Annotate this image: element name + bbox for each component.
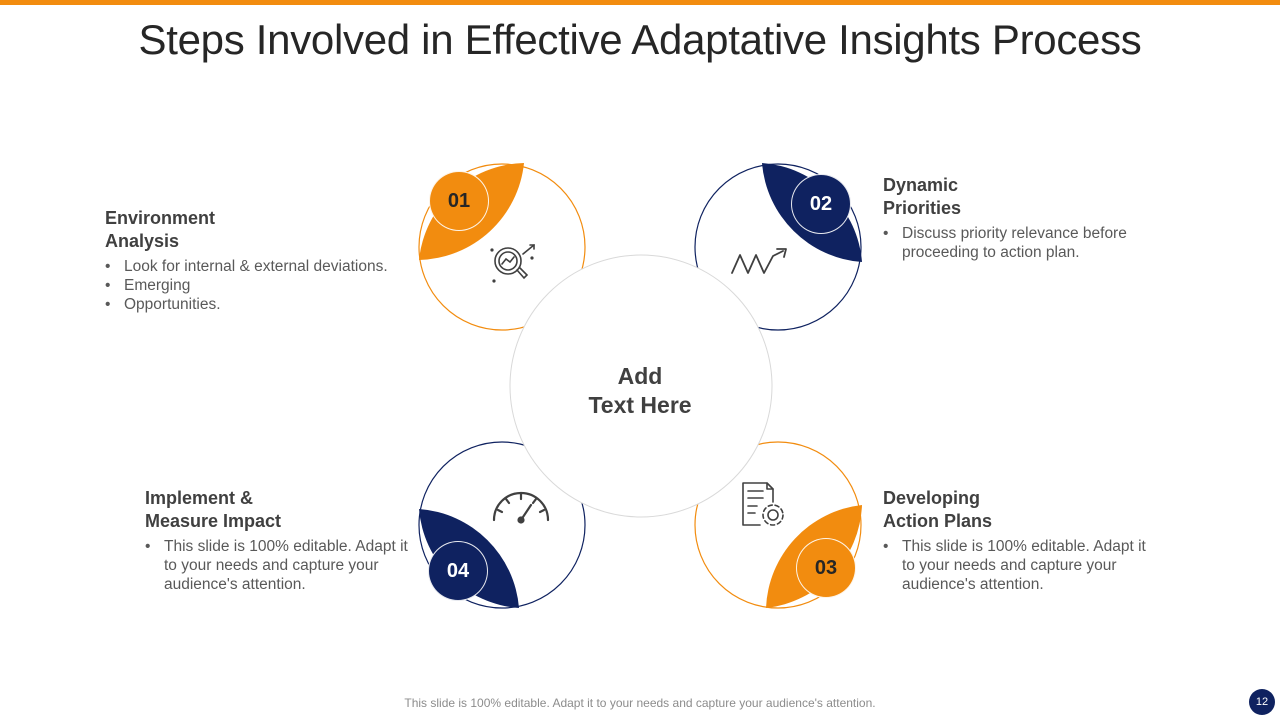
step-02-bullets: Discuss priority relevance before procee…	[883, 224, 1148, 262]
step-01-text: Environment Analysis Look for internal &…	[105, 207, 405, 314]
step-badge-04: 04	[428, 541, 488, 601]
step-badge-02: 02	[791, 174, 851, 234]
center-circle	[509, 254, 773, 518]
speedometer-icon	[492, 491, 550, 524]
trend-up-icon	[731, 248, 787, 274]
step-badge-01: 01	[429, 171, 489, 231]
center-label: Add Text Here	[540, 362, 740, 420]
step-04-heading-line1: Implement &	[145, 488, 254, 508]
page-title: Steps Involved in Effective Adaptative I…	[138, 16, 1142, 63]
step-03-bullets: This slide is 100% editable. Adapt it to…	[883, 537, 1148, 594]
step-02-text: Dynamic Priorities Discuss priority rele…	[883, 174, 1148, 262]
step-03-text: Developing Action Plans This slide is 10…	[883, 487, 1148, 594]
bullet-item: This slide is 100% editable. Adapt it to…	[145, 537, 410, 594]
document-gear-icon	[742, 482, 784, 526]
step-04-heading: Implement & Measure Impact	[145, 487, 410, 533]
step-04-heading-line2: Measure Impact	[145, 511, 282, 531]
page-number-badge: 12	[1249, 689, 1275, 715]
bullet-item: Emerging	[105, 276, 405, 295]
step-03-heading-line1: Developing	[883, 488, 981, 508]
bullet-item: This slide is 100% editable. Adapt it to…	[883, 537, 1148, 594]
step-04-bullets: This slide is 100% editable. Adapt it to…	[145, 537, 410, 594]
top-accent-bar	[0, 0, 1280, 5]
step-03-heading-line2: Action Plans	[883, 511, 993, 531]
bullet-item: Look for internal & external deviations.	[105, 257, 405, 276]
bullet-item: Discuss priority relevance before procee…	[883, 224, 1148, 262]
footer-note: This slide is 100% editable. Adapt it to…	[404, 696, 876, 710]
step-01-bullets: Look for internal & external deviations.…	[105, 257, 405, 314]
step-04-text: Implement & Measure Impact This slide is…	[145, 487, 410, 594]
center-label-line2: Text Here	[588, 392, 692, 418]
step-03-heading: Developing Action Plans	[883, 487, 1148, 533]
bullet-item: Opportunities.	[105, 295, 405, 314]
magnifier-analysis-icon	[490, 244, 535, 283]
step-01-heading-line2: Analysis	[105, 231, 180, 251]
step-02-heading-line2: Priorities	[883, 198, 962, 218]
step-01-heading-line1: Environment	[105, 208, 216, 228]
step-01-heading: Environment Analysis	[105, 207, 405, 253]
step-02-heading: Dynamic Priorities	[883, 174, 1148, 220]
step-02-heading-line1: Dynamic	[883, 175, 959, 195]
center-label-line1: Add	[617, 363, 663, 389]
step-badge-03: 03	[796, 538, 856, 598]
